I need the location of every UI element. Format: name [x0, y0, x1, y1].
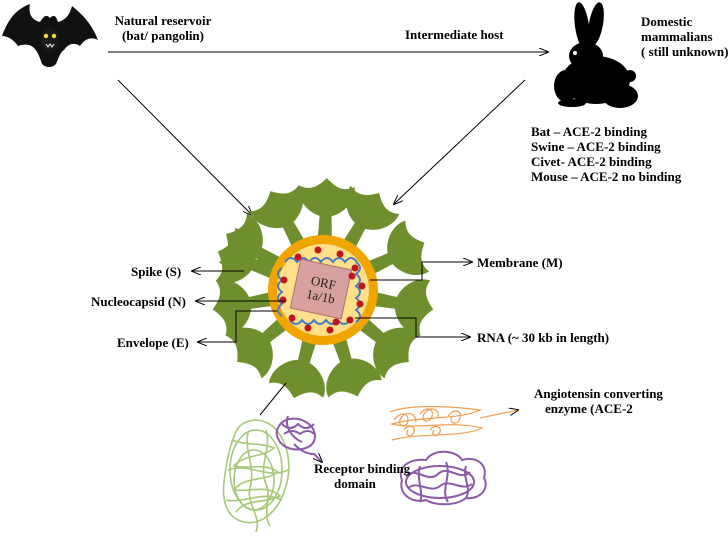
host-arrows [108, 52, 548, 215]
domestic-mammalians-label: Domestic mammalians ( still unknown) [641, 14, 728, 59]
nucleocapsid-label: Nucleocapsid (N) [91, 294, 186, 309]
membrane-label: Membrane (M) [477, 255, 563, 270]
binding-item-mouse: Mouse – ACE-2 no binding [531, 169, 682, 184]
spike-proteins [212, 178, 434, 399]
label-leaders [192, 262, 472, 416]
spike-label: Spike (S) [131, 264, 182, 279]
binding-item-civet: Civet- ACE-2 binding [531, 154, 652, 169]
ace2-base-scribble [399, 450, 487, 506]
spike-protein [215, 228, 277, 284]
rbd-line2: domain [334, 476, 376, 491]
spike-protein [372, 279, 434, 336]
ace2-label: Angiotensin converting enzyme (ACE-2 [534, 386, 663, 416]
spike-protein [269, 338, 325, 399]
spike-protein [326, 337, 382, 398]
ace2-line1: Angiotensin converting [534, 386, 663, 401]
ace2-line2: enzyme (ACE-2 [545, 401, 633, 416]
natural-reservoir-line1: Natural reservoir [114, 13, 212, 28]
ace2-scribble [389, 405, 518, 441]
ace2-binding-list: Bat – ACE-2 binding Swine – ACE-2 bindin… [531, 124, 681, 184]
spike-protein [342, 185, 400, 249]
rbd-scribble [275, 415, 322, 462]
binding-item-swine: Swine – ACE-2 binding [531, 139, 661, 154]
natural-reservoir-line2: (bat/ pangolin) [122, 28, 204, 43]
nucleocapsid-dots [279, 246, 366, 334]
rabbit-icon [554, 2, 638, 108]
spike-protein [249, 185, 305, 248]
bat-icon [2, 4, 98, 67]
orf-block [289, 258, 353, 320]
spike-protein [225, 318, 288, 379]
domestic-line2: mammalians [641, 29, 713, 44]
rbd-line1: Receptor binding [314, 461, 411, 476]
natural-reservoir-label: Natural reservoir (bat/ pangolin) [108, 13, 218, 43]
spike-protein [358, 318, 421, 379]
intermediate-host-label: Intermediate host [405, 27, 504, 42]
virus-particle [212, 178, 434, 399]
spike-protein [212, 279, 274, 336]
spike-protein [298, 178, 355, 239]
rna-label: RNA (~ 30 kb in length) [477, 330, 610, 345]
envelope-label: Envelope (E) [117, 335, 189, 350]
spike-protein [367, 220, 430, 276]
protein-scribble [222, 419, 290, 533]
domestic-line3: ( still unknown) [641, 44, 728, 59]
domestic-line1: Domestic [641, 14, 693, 29]
rbd-label: Receptor binding domain [314, 461, 410, 491]
binding-item-bat: Bat – ACE-2 binding [531, 124, 647, 139]
